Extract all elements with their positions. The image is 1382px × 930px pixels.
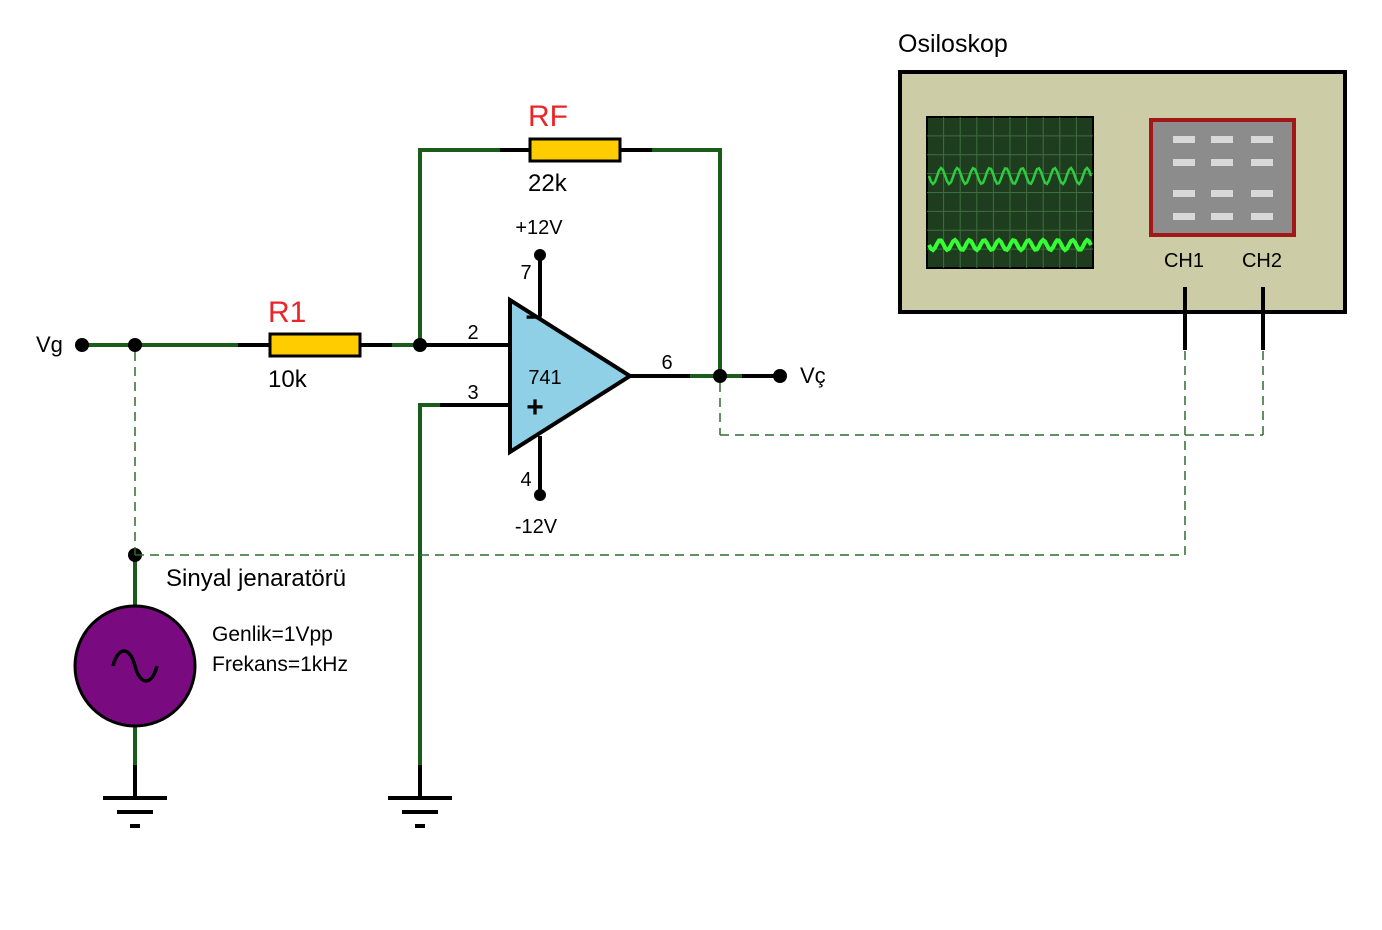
generator-frequency: Frekans=1kHz	[212, 653, 348, 676]
panel-button[interactable]	[1211, 136, 1233, 143]
panel-button[interactable]	[1251, 159, 1273, 166]
panel-button[interactable]	[1211, 213, 1233, 220]
pin7-label: 7	[520, 262, 531, 284]
vplus-terminal[interactable]	[534, 249, 546, 261]
panel-button[interactable]	[1173, 159, 1195, 166]
sine-wave-icon	[111, 649, 159, 683]
panel-button[interactable]	[1251, 190, 1273, 197]
rf-resistor[interactable]	[528, 137, 622, 163]
feedback-wire	[418, 148, 722, 376]
panel-button[interactable]	[1173, 213, 1195, 220]
oscilloscope-screen	[926, 116, 1094, 269]
pin4-label: 4	[520, 469, 531, 491]
ch2-trace	[927, 166, 1093, 186]
r1-name: R1	[268, 296, 306, 329]
output-junction	[713, 369, 727, 383]
panel-button[interactable]	[1251, 213, 1273, 220]
opamp-plus-sign: +	[526, 391, 544, 424]
panel-button[interactable]	[1211, 159, 1233, 166]
vg-label: Vg	[36, 332, 63, 357]
vminus-label: -12V	[515, 516, 558, 538]
generator-title: Sinyal jenaratörü	[166, 565, 346, 592]
r1-value: 10k	[268, 366, 308, 393]
opamp-model: 741	[528, 367, 561, 389]
oscilloscope-title: Osiloskop	[898, 30, 1008, 58]
probe-lines	[134, 350, 1264, 556]
panel-button[interactable]	[1173, 136, 1195, 143]
vg-terminal[interactable]	[75, 338, 89, 352]
ch2-label: CH2	[1242, 250, 1282, 272]
panel-button[interactable]	[1173, 190, 1195, 197]
vminus-terminal[interactable]	[534, 489, 546, 501]
pin2-label: 2	[467, 322, 478, 344]
ch1-trace	[927, 237, 1093, 253]
vc-label: Vç	[800, 363, 826, 388]
inverting-junction	[413, 338, 427, 352]
noninverting-wire	[418, 403, 510, 798]
ground-icon	[103, 796, 167, 828]
vc-terminal[interactable]	[773, 369, 787, 383]
generator-amplitude: Genlik=1Vpp	[212, 623, 333, 646]
signal-generator[interactable]	[73, 604, 197, 728]
ch1-label: CH1	[1164, 250, 1204, 272]
pin3-label: 3	[467, 382, 478, 404]
rf-value: 22k	[528, 170, 568, 197]
opamp-741[interactable]	[508, 296, 634, 456]
vplus-label: +12V	[515, 217, 563, 239]
vg-junction	[128, 338, 142, 352]
oscilloscope-control-panel[interactable]	[1149, 118, 1296, 237]
pin6-label: 6	[661, 352, 672, 374]
ground-icon	[388, 796, 452, 828]
panel-button[interactable]	[1211, 190, 1233, 197]
r1-resistor[interactable]	[268, 332, 362, 358]
panel-button[interactable]	[1251, 136, 1273, 143]
rf-name: RF	[528, 100, 568, 133]
